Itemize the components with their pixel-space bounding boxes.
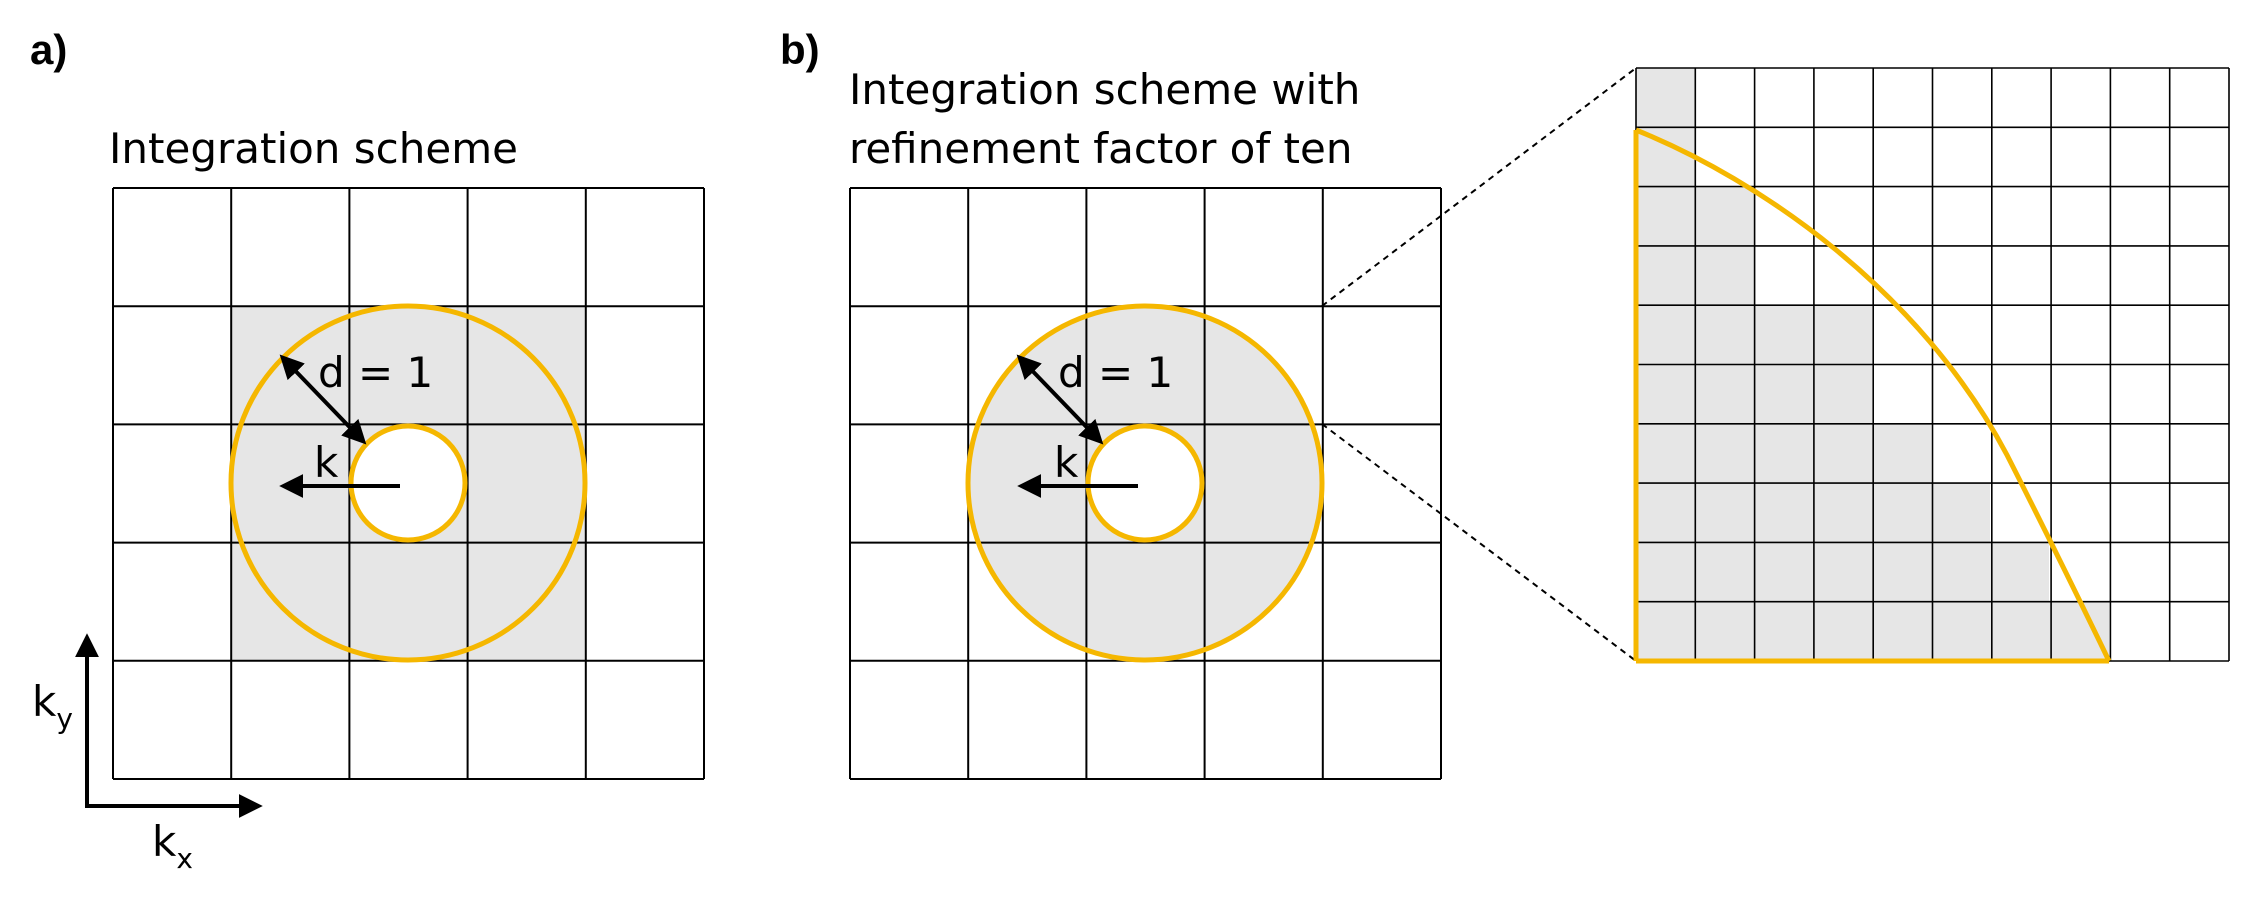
panel-b-inner-ring xyxy=(1085,423,1205,543)
panel-a: a) Integration scheme d = 1 k ky kx xyxy=(30,26,705,875)
panel-b-outer-ring xyxy=(965,303,1325,663)
panel-b-label: b) xyxy=(780,26,820,73)
panel-a-distance-arrow xyxy=(279,354,367,445)
panel-a-title: Integration scheme xyxy=(109,124,518,173)
zoom-inset-ring-arc xyxy=(1635,127,2112,663)
axis-y-label: ky xyxy=(32,677,73,735)
panel-b-coarse-grid xyxy=(849,187,1442,780)
panel-a-k-label: k xyxy=(314,438,339,487)
panel-b: b) Integration scheme with refinement fa… xyxy=(780,26,2230,780)
axis-x-label: kx xyxy=(152,817,193,875)
panel-a-label: a) xyxy=(30,26,67,73)
panel-b-distance-label: d = 1 xyxy=(1058,348,1173,397)
panel-a-inner-hole xyxy=(351,426,465,540)
panel-b-k-label: k xyxy=(1054,438,1079,487)
panel-a-distance-label: d = 1 xyxy=(318,348,433,397)
panel-b-distance-arrow xyxy=(1016,354,1104,445)
panel-a-inner-ring xyxy=(348,423,468,543)
panel-b-title-line2: refinement factor of ten xyxy=(849,124,1352,173)
panel-b-title-line1: Integration scheme with xyxy=(849,65,1360,114)
panel-a-outer-ring xyxy=(228,303,588,663)
zoom-inset xyxy=(1633,67,2230,664)
